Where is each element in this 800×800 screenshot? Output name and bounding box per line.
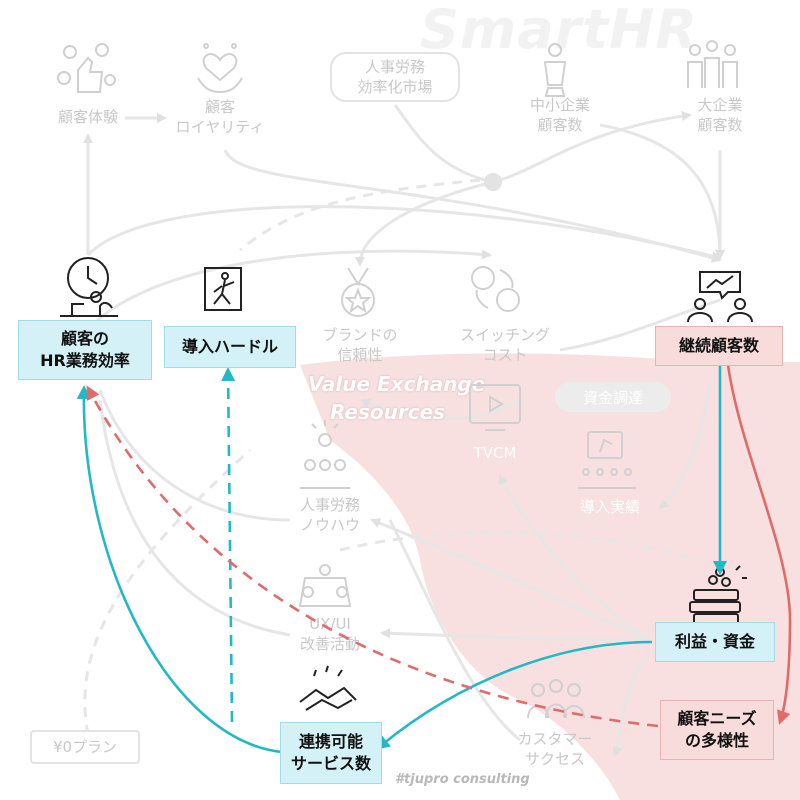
thumbs-up-icon <box>57 43 116 93</box>
link-continuing-to-needs <box>726 364 792 725</box>
meeting-chart-icon <box>687 271 753 323</box>
node-hr-knowhow: 人事労務 ノウハウ <box>299 496 360 534</box>
tv-icon <box>469 384 521 431</box>
node-tvcm: TVCM <box>473 444 517 462</box>
faded-link <box>388 519 521 742</box>
faded-link <box>612 649 652 757</box>
node-brand-trust: ブランドの 信頼性 <box>322 326 398 364</box>
collaboration-icon <box>298 564 352 607</box>
link-services-to-hurdle <box>221 367 236 723</box>
node-fundraising: 資金調達 <box>555 382 671 412</box>
faded-dashed-link <box>83 448 252 736</box>
lightbulb-team-icon <box>300 420 350 489</box>
faded-link <box>86 249 492 331</box>
node-smb-customers: 中小企業 顧客数 <box>529 96 590 134</box>
faded-link <box>98 389 291 522</box>
faded-link <box>223 149 722 263</box>
faded-dashed-link <box>239 178 481 252</box>
group-people-icon <box>687 40 738 88</box>
node-switching-cost: スイッチング コスト <box>459 326 550 364</box>
faded-link <box>360 398 521 421</box>
customer-success-icon <box>527 679 585 719</box>
node-profit-funds: 利益・資金 <box>655 622 775 662</box>
link-profit-to-services <box>375 640 653 750</box>
link-services-to-efficiency <box>76 385 283 754</box>
link-needs-to-efficiency <box>86 385 659 728</box>
faded-link <box>98 399 291 637</box>
watermark-text: Resources <box>330 400 446 424</box>
pink-region <box>300 353 800 800</box>
person-icon <box>543 43 567 97</box>
faded-link <box>658 381 712 510</box>
medal-icon <box>341 267 375 317</box>
faded-link <box>559 298 721 352</box>
faded-link <box>86 205 722 261</box>
clock-worker-icon <box>60 257 118 317</box>
node-enterprise-customers: 大企業 顧客数 <box>697 96 743 134</box>
faded-link <box>498 474 651 642</box>
node-free-plan: ¥0プラン <box>30 730 140 764</box>
node-customer-loyalty: 顧客 ロイヤリティ <box>175 98 265 136</box>
smarthr-logo: SmartHR <box>420 0 698 61</box>
node-customer-experience: 顧客体験 <box>57 108 118 126</box>
node-uxui: UX/UI 改善活動 <box>299 615 360 653</box>
faded-junction-dot <box>484 173 502 191</box>
heart-hands-icon <box>197 43 243 94</box>
node-hr-efficiency: 顧客の HR業務効率 <box>18 320 152 380</box>
watermark-text: Value Exchange <box>308 372 486 396</box>
faded-link <box>599 123 725 260</box>
faded-link <box>370 518 651 642</box>
node-adoption-hurdle: 導入ハードル <box>164 326 296 368</box>
node-customer-needs: 顧客ニーズ の多様性 <box>660 700 774 760</box>
node-adoption-record: 導入実績 <box>579 498 640 516</box>
footer-watermark: #tjupro consulting <box>395 772 530 787</box>
node-customer-success: カスタマー サクセス <box>517 730 593 768</box>
handshake-icon <box>299 665 357 711</box>
node-linked-services: 連携可能 サービス数 <box>280 722 382 784</box>
node-hr-market: 人事労務 効率化市場 <box>330 52 460 102</box>
door-walk-icon <box>204 267 242 311</box>
faded-link <box>380 628 651 642</box>
presentation-icon <box>578 431 636 489</box>
switch-coin-icon <box>471 266 520 312</box>
node-continuing-customers: 継続顧客数 <box>655 326 783 366</box>
faded-dashed-link <box>339 531 701 562</box>
